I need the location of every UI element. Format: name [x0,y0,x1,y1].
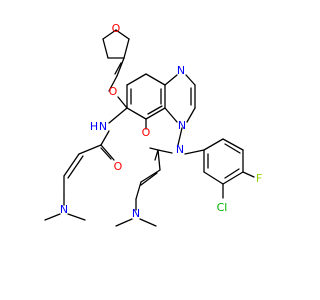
quinazoline-n3-label: N [178,119,186,132]
acrylamide-chain-right [115,147,161,227]
structure-svg: O O N N H N O O N N N Cl F [44,22,262,227]
dimethylamino-right-label: N [132,207,140,220]
amide-oxygen-left-label: O [114,160,123,173]
chlorofluorophenyl-ring [203,138,255,199]
molecule-diagram: O O N N H N O O N N N Cl F [44,22,262,227]
atom-labels: O O N N H N O O N N N Cl F [60,22,262,220]
ether-oxygen-label: O [109,85,118,98]
dimethylamino-left-label: N [60,203,68,216]
tetrahydrofuran-ring [102,29,130,77]
anilide-nitrogen-bonds [145,118,205,155]
anilide-nitrogen-label: N [176,143,184,156]
ether-link [108,75,128,109]
quinazoline-core [126,73,196,123]
fluorine-label: F [256,172,262,185]
quinazoline-n1-label: N [177,64,185,77]
amide-nh-h-label: H [90,120,98,133]
acrylamide-chain-left [44,107,128,221]
chlorine-label: Cl [217,201,228,214]
amide-oxygen-right-label: O [142,126,151,139]
thf-oxygen-label: O [112,22,121,35]
amide-nh-n-label: N [99,120,107,133]
